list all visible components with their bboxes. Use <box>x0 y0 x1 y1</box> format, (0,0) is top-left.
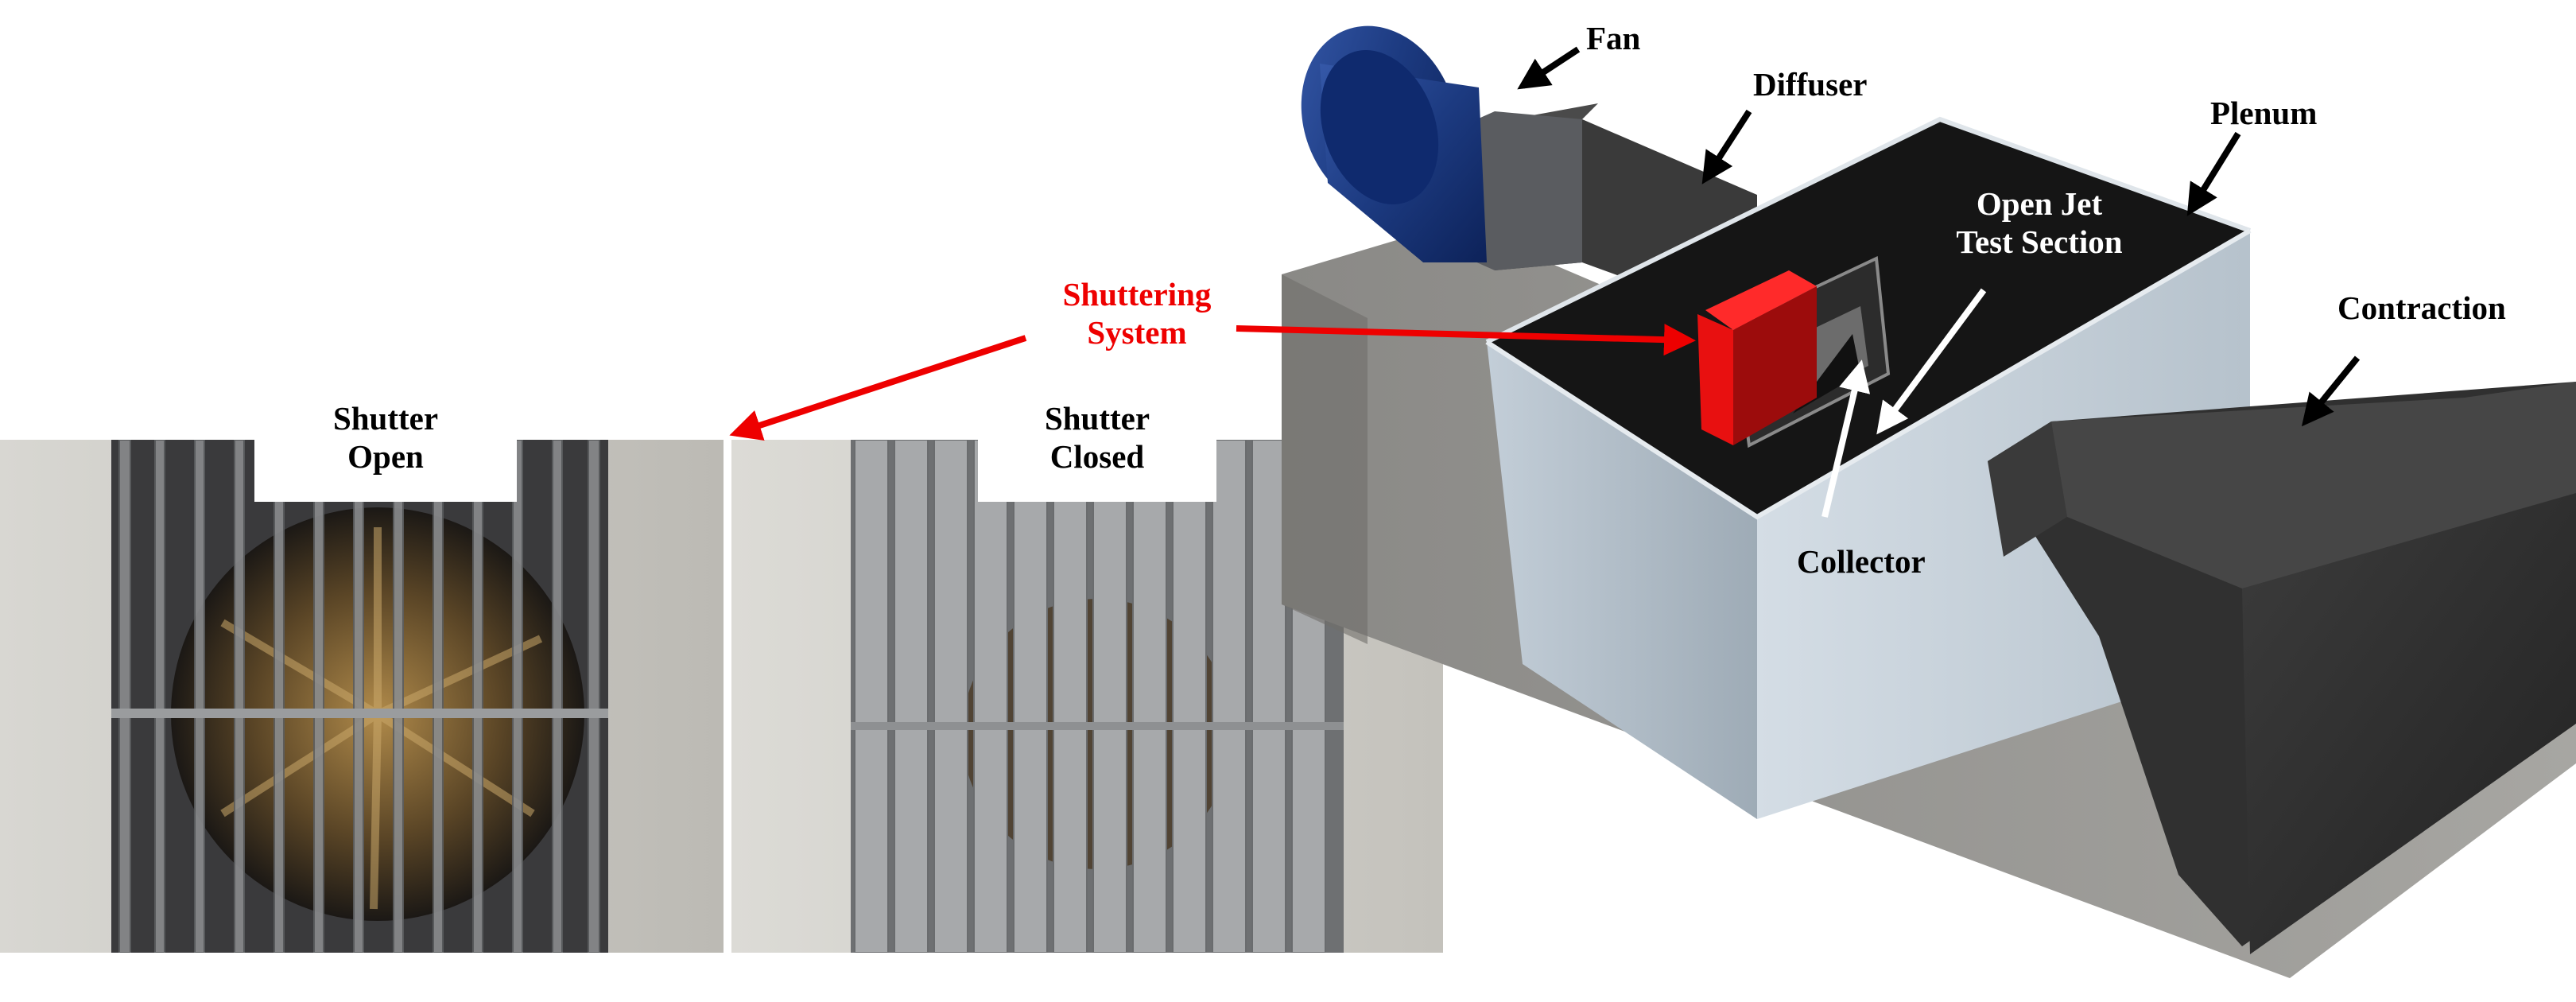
contraction-arrow <box>2301 355 2361 427</box>
shuttering-arrow-left <box>729 335 1027 441</box>
open-jet-arrow <box>1876 288 1987 435</box>
label-shutter-open-line2: Open <box>347 438 424 475</box>
label-shutter-closed: Shutter Closed <box>978 399 1216 476</box>
plenum-arrow <box>2186 131 2241 216</box>
collector-arrow <box>1821 359 1871 518</box>
label-shuttering-line1: Shuttering <box>1062 276 1212 313</box>
fan-arrow <box>1517 46 1581 90</box>
label-open-jet-test-section: Open Jet Test Section <box>1920 184 2159 261</box>
label-shutter-closed-line1: Shutter <box>1044 400 1150 437</box>
label-shuttering-line2: System <box>1087 314 1187 351</box>
label-contraction: Contraction <box>2337 289 2506 326</box>
diffuser-arrow <box>1701 109 1752 184</box>
label-shutter-closed-line2: Closed <box>1049 438 1145 475</box>
shutter-open-photo <box>0 440 724 953</box>
shutter-closed-photo <box>731 440 1443 953</box>
label-plenum: Plenum <box>2210 95 2318 131</box>
label-shutter-open: Shutter Open <box>254 399 517 476</box>
label-open-jet-line1: Open Jet <box>1976 185 2103 222</box>
label-open-jet-line2: Test Section <box>1956 223 2123 260</box>
label-fan: Fan <box>1586 20 1641 56</box>
label-collector: Collector <box>1797 543 1926 580</box>
label-shutter-open-line1: Shutter <box>332 400 439 437</box>
label-diffuser: Diffuser <box>1753 66 1868 103</box>
label-shuttering-system: Shuttering System <box>1026 275 1248 351</box>
shuttering-arrow-right <box>1236 324 1696 356</box>
